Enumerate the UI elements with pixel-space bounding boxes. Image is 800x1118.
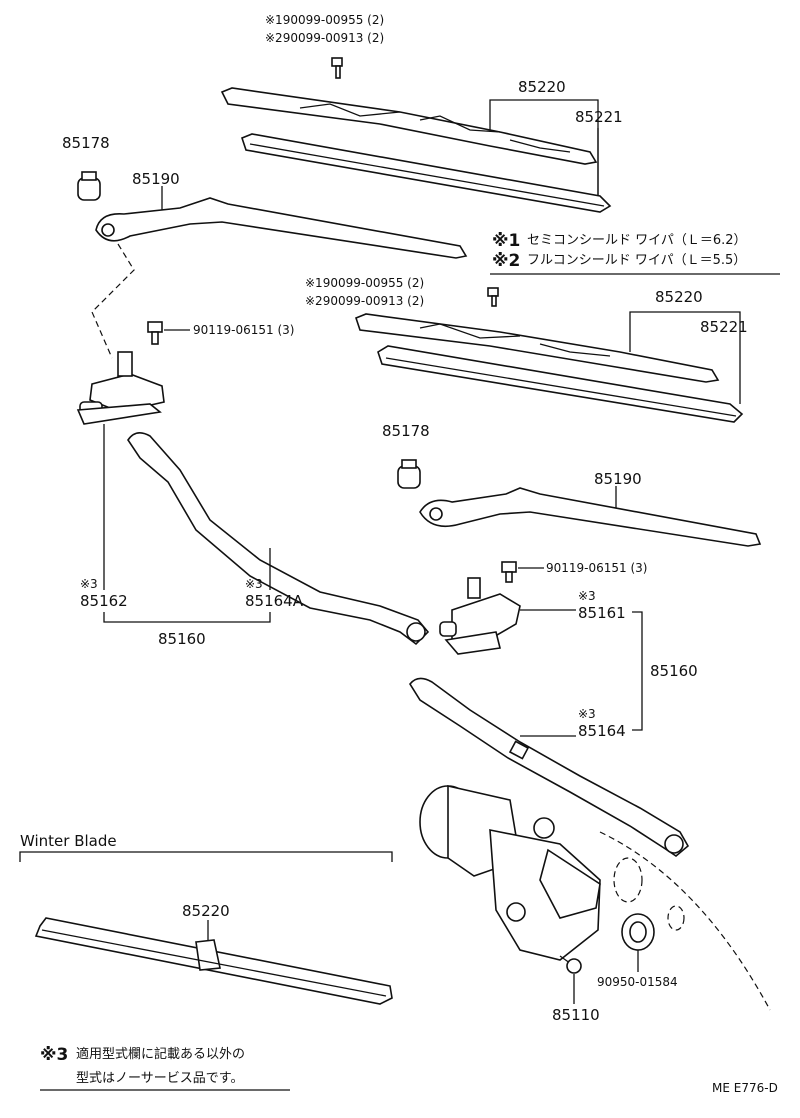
mid-wiper-blade [355,313,720,383]
label-85160-left: 85160 [158,630,206,648]
label-85161: 85161 [578,604,626,622]
mid-blade-refill [377,345,744,423]
label-85110: 85110 [552,1006,600,1024]
footnote-mark: ※3 [40,1045,68,1065]
top-bolt-icon [331,57,343,79]
mid-bolt-label-1: ※190099-00955 (2) [305,276,424,290]
label-85160-right: 85160 [650,662,698,680]
legend: ※1 セミコンシールド ワイパ（Ｌ＝6.2） ※2 フルコンシールド ワイパ（Ｌ… [490,231,780,275]
grommet-icon [621,913,655,951]
mid-nut-cap-icon [397,459,421,489]
leader-85220-mid [629,311,741,404]
dashed-body-outline [599,831,771,1011]
bracket-85160-right [632,611,643,731]
label-85220-winter: 85220 [182,902,230,920]
top-wiper-blade [220,87,598,165]
label-85162: 85162 [80,592,128,610]
winter-blade-title: Winter Blade [20,832,117,850]
star3-85164: ※3 [578,707,596,721]
winter-blade-bracket [19,851,393,862]
right-bolt-icon [501,561,517,583]
label-85220-mid: 85220 [655,288,703,306]
footnote-line-1: 適用型式欄に記載ある以外の [76,1046,245,1062]
star3-85161: ※3 [578,589,596,603]
label-90119-right: 90119-06151 (3) [546,561,648,575]
mid-wiper-arm [419,487,762,547]
drawing-code: ME E776-D [712,1081,778,1095]
legend-2-mark: ※2 [492,251,520,271]
label-85221-mid: 85221 [700,318,748,336]
label-85190-mid: 85190 [594,470,642,488]
left-pivot-assembly [76,351,165,425]
label-85221-top: 85221 [575,108,623,126]
top-wiper-arm [95,197,468,259]
star3-85164A: ※3 [245,577,263,591]
wiper-motor-85110 [419,784,601,974]
top-bolt-label-1: ※190099-00955 (2) [265,13,384,27]
left-bolt-icon [147,321,163,345]
top-nut-cap-icon [77,171,101,201]
top-bolt-label-2: ※290099-00913 (2) [265,31,384,45]
left-link-rod-85164A [127,432,430,646]
star3-85162: ※3 [80,577,98,591]
dashed-connection-left [91,243,135,359]
label-85164: 85164 [578,722,626,740]
label-90950: 90950-01584 [597,975,678,989]
dashed-grommet-outline-1 [613,857,643,903]
label-85190-top: 85190 [132,170,180,188]
footnote-line-2: 型式はノーサービス品です。 [76,1071,243,1086]
legend-2-text: フルコンシールド ワイパ（Ｌ＝5.5） [527,253,746,268]
bracket-85160-left [103,612,271,623]
right-pivot-assembly [439,577,521,655]
winter-wiper-blade [34,917,393,1005]
legend-1-text: セミコンシールド ワイパ（Ｌ＝6.2） [527,233,747,248]
mid-bolt-label-2: ※290099-00913 (2) [305,294,424,308]
right-link-rod-85164 [409,677,690,857]
top-blade-refill [241,133,612,213]
label-90119-left: 90119-06151 (3) [193,323,295,337]
label-85220-top: 85220 [518,78,566,96]
label-85178-top: 85178 [62,134,110,152]
legend-1-mark: ※1 [492,231,520,251]
label-85164A: 85164A [245,592,304,610]
mid-bolt-icon [487,287,499,307]
dashed-grommet-outline-2 [667,905,685,931]
label-85178-mid: 85178 [382,422,430,440]
